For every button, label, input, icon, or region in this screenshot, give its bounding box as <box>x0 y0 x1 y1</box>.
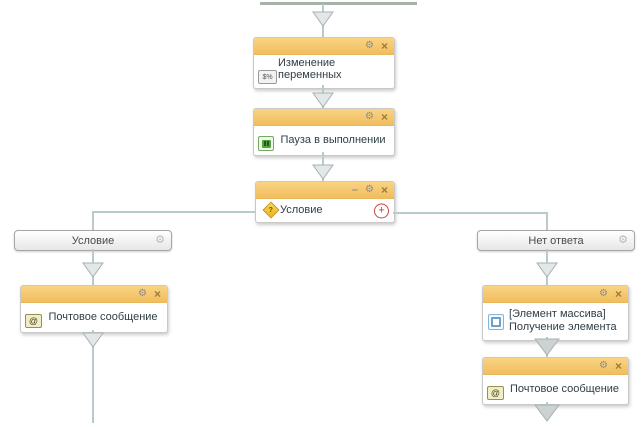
branch-label-text: Условие <box>71 234 115 247</box>
node-title: Условие <box>280 204 323 216</box>
settings-gear-icon[interactable]: ⚙ <box>365 184 374 195</box>
condition-diamond-icon: ? <box>262 201 280 219</box>
connector-line <box>93 211 255 213</box>
node-mail-message-right[interactable]: ⚙ × Почтовое сообщение @ <box>482 357 629 405</box>
arrow-down-icon <box>82 262 104 278</box>
connector-line <box>92 330 94 423</box>
connector-line <box>393 212 547 214</box>
add-branch-button[interactable]: + <box>374 203 389 218</box>
settings-gear-icon[interactable]: ⚙ <box>618 234 628 246</box>
arrow-down-icon <box>534 338 560 356</box>
connector-line <box>92 211 94 230</box>
branch-label-no-answer[interactable]: Нет ответа ⚙ <box>477 230 635 251</box>
mail-icon: @ <box>25 314 42 328</box>
arrow-down-icon <box>312 11 334 27</box>
close-icon[interactable]: × <box>380 183 388 197</box>
arrow-down-icon <box>312 164 334 180</box>
node-pause[interactable]: ⚙ × Пауза в выполнении <box>253 108 395 156</box>
node-header: ⚙ × <box>483 358 628 375</box>
node-title-line1: [Элемент массива] <box>509 308 606 320</box>
variables-icon: $% <box>258 70 277 84</box>
settings-gear-icon[interactable]: ⚙ <box>138 288 147 299</box>
branch-label-condition[interactable]: Условие ⚙ <box>14 230 172 251</box>
node-header: – ⚙ × <box>256 182 394 199</box>
arrow-down-icon <box>82 332 104 348</box>
node-change-variables[interactable]: ⚙ × Изменение переменных $% <box>253 37 395 89</box>
settings-gear-icon[interactable]: ⚙ <box>365 111 374 122</box>
node-header: ⚙ × <box>254 38 394 55</box>
settings-gear-icon[interactable]: ⚙ <box>599 360 608 371</box>
node-condition[interactable]: – ⚙ × ? Условие + <box>255 181 395 223</box>
node-title: Почтовое сообщение <box>509 383 620 395</box>
mail-icon: @ <box>487 386 504 400</box>
settings-gear-icon[interactable]: ⚙ <box>365 40 374 51</box>
connector-line <box>546 212 548 230</box>
node-title: [Элемент массива] Получение элемента <box>509 308 617 334</box>
close-icon[interactable]: × <box>614 359 622 373</box>
arrow-down-icon <box>312 92 334 108</box>
close-icon[interactable]: × <box>614 287 622 301</box>
arrow-down-icon <box>534 404 560 422</box>
close-icon[interactable]: × <box>153 287 161 301</box>
node-title: Изменение переменных <box>278 57 342 81</box>
settings-gear-icon[interactable]: ⚙ <box>155 234 165 246</box>
node-title-line2: Получение элемента <box>509 321 617 333</box>
connector-line <box>260 2 417 5</box>
node-mail-message-left[interactable]: ⚙ × Почтовое сообщение @ <box>20 285 168 333</box>
minimize-icon[interactable]: – <box>351 183 359 196</box>
array-element-icon <box>488 313 504 330</box>
node-header: ⚙ × <box>21 286 167 303</box>
node-array-element[interactable]: ⚙ × [Элемент массива] Получение элемента <box>482 285 629 341</box>
node-title: Почтовое сообщение <box>48 311 158 323</box>
node-title: Пауза в выполнении <box>280 134 386 146</box>
branch-label-text: Нет ответа <box>528 234 584 247</box>
node-header: ⚙ × <box>254 109 394 126</box>
close-icon[interactable]: × <box>380 39 388 53</box>
arrow-down-icon <box>536 262 558 278</box>
close-icon[interactable]: × <box>380 110 388 124</box>
node-header: ⚙ × <box>483 286 628 303</box>
pause-icon <box>258 136 274 151</box>
settings-gear-icon[interactable]: ⚙ <box>599 288 608 299</box>
